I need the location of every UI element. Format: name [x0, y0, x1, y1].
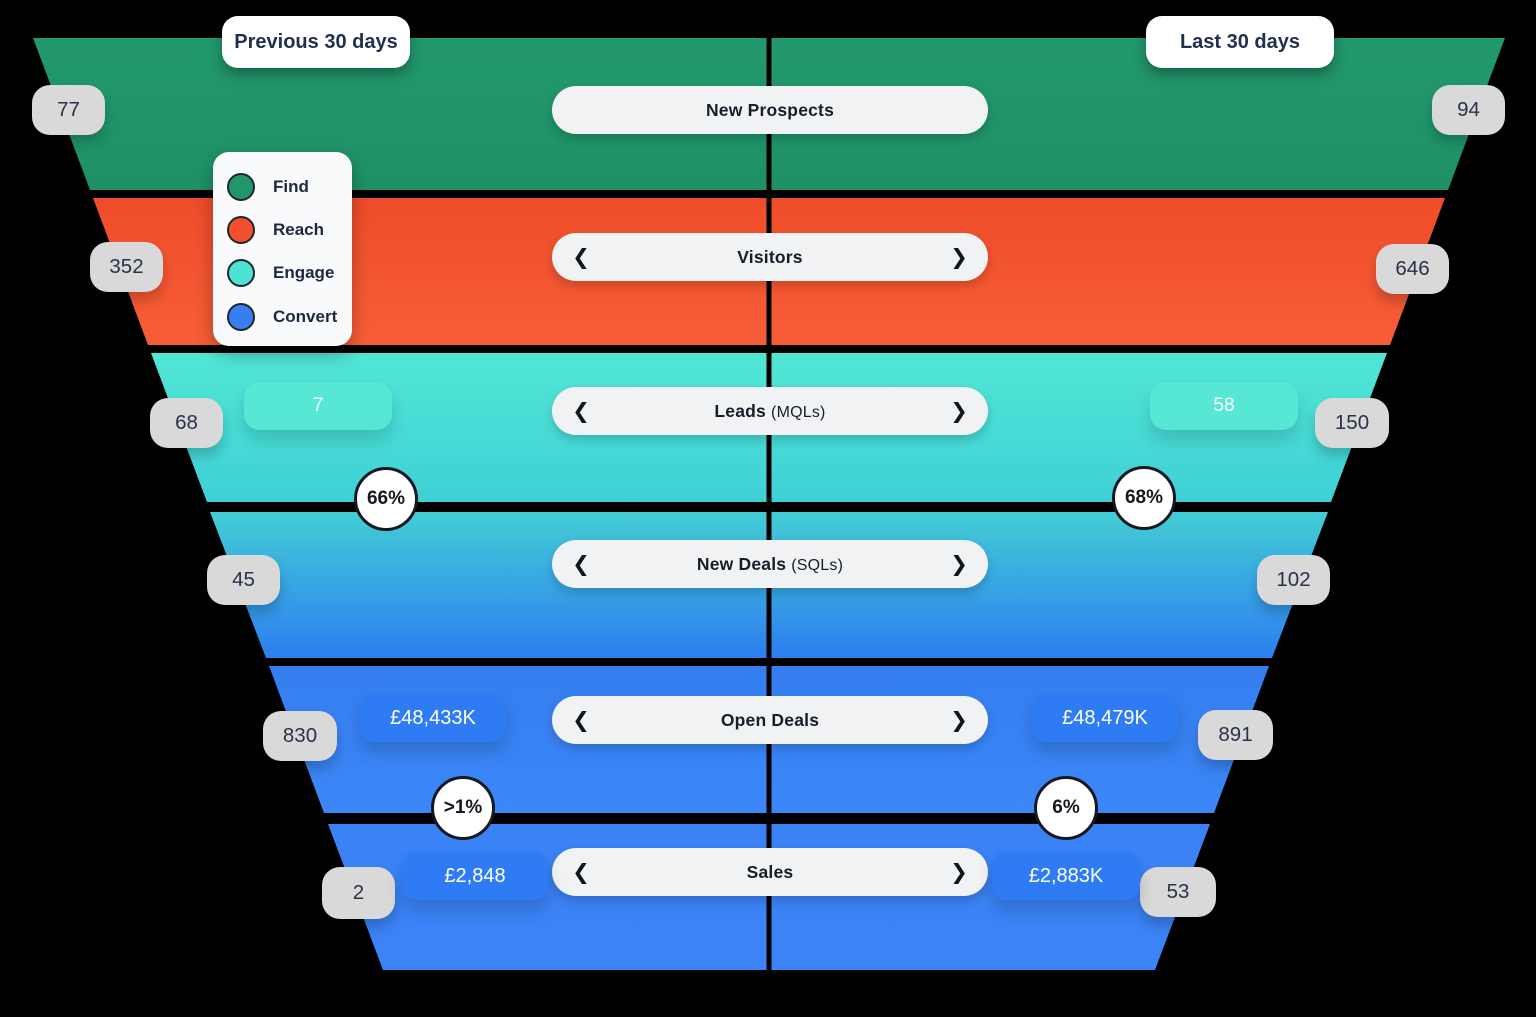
stage-label-text: Open Deals: [720, 709, 820, 730]
value-badge-previous-new-deals: 45: [207, 555, 280, 605]
stage-pill-open-deals[interactable]: ❮ Open Deals ❯: [552, 696, 988, 744]
value-badge-previous-leads: 68: [150, 398, 223, 448]
conversion-circle-last-deals-to-sales: 6%: [1034, 776, 1098, 840]
legend-dot-find: [227, 173, 255, 201]
legend-dot-convert: [227, 303, 255, 331]
stage-pill-leads[interactable]: ❮ Leads (MQLs) ❯: [552, 387, 988, 435]
value-badge-last-new-prospects: 94: [1432, 85, 1505, 135]
value-badge-previous-sales: 2: [322, 867, 395, 919]
conversion-circle-previous-leads-to-deals: 66%: [354, 467, 418, 531]
chevron-left-icon[interactable]: ❮: [572, 399, 590, 423]
legend-item-convert: Convert: [227, 302, 337, 332]
legend-label-convert: Convert: [273, 307, 338, 326]
period-label-last: Last 30 days: [1146, 16, 1334, 68]
chevron-left-icon[interactable]: ❮: [572, 860, 590, 884]
stage-pill-visitors[interactable]: ❮ Visitors ❯: [552, 233, 988, 281]
money-badge-last-open-deals: £48,479K: [1032, 694, 1178, 742]
chevron-left-icon[interactable]: ❮: [572, 552, 590, 576]
sub-badge-last-leads: 58: [1150, 382, 1298, 430]
stage-pill-label: Visitors: [610, 247, 930, 268]
money-badge-previous-open-deals: £48,433K: [360, 694, 506, 742]
stage-pill-label: Sales: [610, 862, 930, 883]
stage-pill-label: New Prospects: [552, 100, 988, 121]
center-divider: [766, 38, 772, 970]
stage-sublabel-text: (SQLs): [791, 556, 844, 574]
sub-badge-previous-leads: 7: [244, 382, 392, 430]
conversion-circle-last-leads-to-deals: 68%: [1112, 466, 1176, 530]
chevron-right-icon[interactable]: ❯: [950, 552, 968, 576]
chevron-right-icon[interactable]: ❯: [950, 399, 968, 423]
period-label-previous-text: Previous 30 days: [234, 30, 398, 53]
value-badge-previous-open-deals: 830: [263, 711, 337, 761]
money-badge-previous-sales: £2,848: [402, 852, 548, 900]
legend-label-reach: Reach: [273, 220, 325, 239]
stage-label-text: Leads: [714, 400, 766, 421]
stage-pill-label: Open Deals: [610, 710, 930, 731]
value-badge-previous-visitors: 352: [90, 242, 163, 292]
value-badge-last-open-deals: 891: [1198, 710, 1273, 760]
stage-pill-sales[interactable]: ❮ Sales ❯: [552, 848, 988, 896]
stage-sublabel-text: (MQLs): [771, 403, 826, 421]
stage-label-text: New Deals: [696, 553, 787, 574]
period-label-previous: Previous 30 days: [222, 16, 410, 68]
legend-panel: Find Reach Engage Convert: [213, 152, 352, 346]
legend-label-find: Find: [273, 177, 309, 196]
stage-pill-new-prospects: New Prospects: [552, 86, 988, 134]
legend-item-reach: Reach: [227, 215, 324, 245]
conversion-circle-previous-deals-to-sales: >1%: [431, 776, 495, 840]
value-badge-last-leads: 150: [1315, 398, 1389, 448]
stage-label-text: Sales: [746, 861, 794, 882]
chevron-left-icon[interactable]: ❮: [572, 245, 590, 269]
chevron-left-icon[interactable]: ❮: [572, 708, 590, 732]
stage-label-text: New Prospects: [705, 99, 835, 120]
stage-pill-label: New Deals (SQLs): [610, 554, 930, 575]
value-badge-previous-new-prospects: 77: [32, 85, 105, 135]
period-label-last-text: Last 30 days: [1179, 30, 1301, 53]
legend-item-find: Find: [227, 172, 309, 202]
stage-pill-label: Leads (MQLs): [610, 401, 930, 422]
chevron-right-icon[interactable]: ❯: [950, 860, 968, 884]
legend-dot-engage: [227, 259, 255, 287]
legend-item-engage: Engage: [227, 258, 334, 288]
chevron-right-icon[interactable]: ❯: [950, 708, 968, 732]
stage-pill-new-deals[interactable]: ❮ New Deals (SQLs) ❯: [552, 540, 988, 588]
stage-label-text: Visitors: [737, 246, 803, 267]
money-badge-last-sales: £2,883K: [992, 852, 1140, 900]
legend-dot-reach: [227, 216, 255, 244]
legend-label-engage: Engage: [273, 263, 335, 282]
chevron-right-icon[interactable]: ❯: [950, 245, 968, 269]
value-badge-last-visitors: 646: [1376, 244, 1449, 294]
value-badge-last-new-deals: 102: [1257, 555, 1330, 605]
value-badge-last-sales: 53: [1140, 867, 1216, 917]
